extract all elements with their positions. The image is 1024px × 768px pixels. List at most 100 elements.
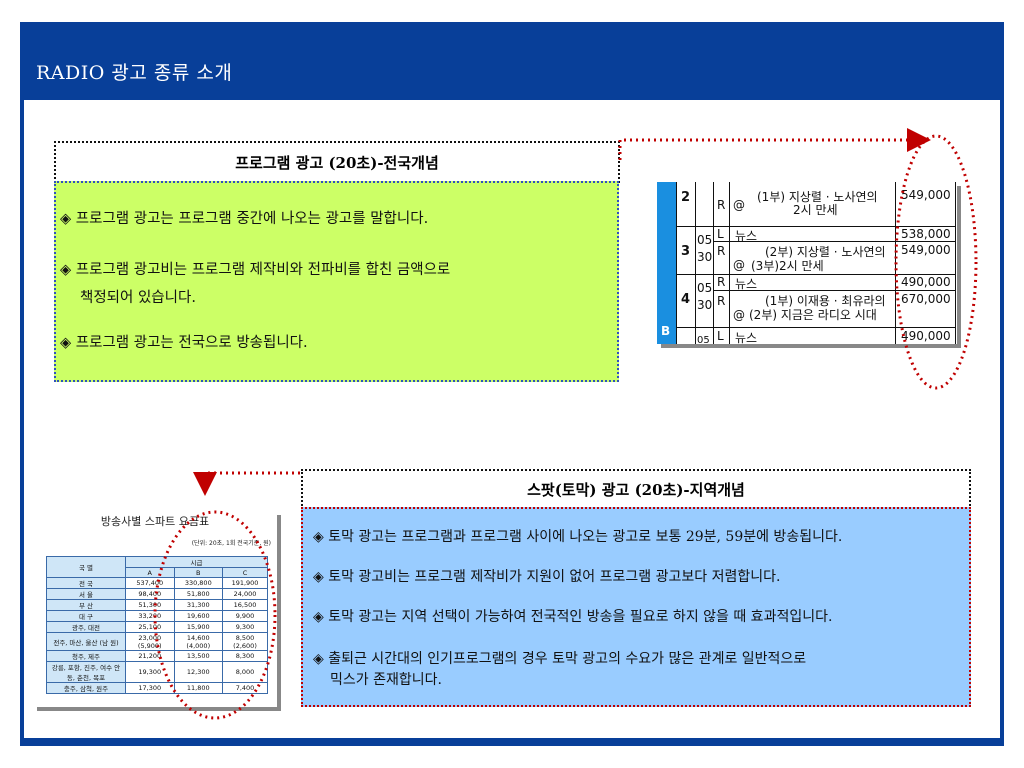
schedule-program: (1부) 지상렬 · 노사연의 — [757, 190, 878, 204]
rate-c: 8,300 — [222, 650, 268, 662]
schedule-program: (1부) 이재용 · 최유라의 — [765, 294, 886, 308]
rate-a: 21,200 — [125, 650, 175, 662]
schedule-hour: 3 — [681, 244, 691, 259]
rate-a: 537,400 — [125, 577, 175, 589]
program-bullet-2: ◈ 프로그램 광고비는 프로그램 제작비와 전파비를 합친 금액으로 — [60, 262, 451, 278]
rate-table-title: 방송사별 스파트 요금표 — [100, 515, 210, 528]
program-bullet-2-cont: 책정되어 있습니다. — [80, 290, 196, 306]
spot-bullet-1: ◈ 토막 광고는 프로그램과 프로그램 사이에 나오는 광고로 보통 29분, … — [313, 529, 843, 545]
schedule-program: 뉴스 — [735, 331, 758, 344]
schedule-program-2: (3부)2시 만세 — [751, 259, 824, 273]
schedule-program-2: 2시 만세 — [793, 203, 838, 217]
rate-a: 51,300 — [125, 599, 175, 611]
rate-a: 17,300 — [125, 682, 175, 694]
schedule-mark: @ — [733, 198, 745, 212]
spot-bullet-4: ◈ 출퇴근 시간대의 인기프로그램의 경우 토막 광고의 수요가 많은 관계로 … — [313, 651, 807, 667]
rate-grade-c: C — [222, 567, 268, 578]
rate-c: 9,900 — [222, 610, 268, 622]
program-schedule-table: B 2 R @ (1부) 지상렬 · 노사연의 2시 만세 549,000 3 … — [657, 182, 957, 344]
rate-b: 11,800 — [173, 682, 224, 694]
rate-b: 12,300 — [173, 661, 224, 683]
table-row: 전주, 마산, 울산 (남 원)23,000 (5,900)14,600 (4,… — [46, 632, 268, 651]
schedule-minute: 05 — [697, 335, 710, 344]
schedule-program: 뉴스 — [735, 229, 758, 243]
rate-region: 서 울 — [46, 588, 126, 600]
schedule-price: 670,000 — [901, 292, 951, 306]
rate-c: 24,000 — [222, 588, 268, 600]
rate-region: 강릉, 포항, 진주, 여수 안동, 춘천, 목포 — [46, 661, 126, 683]
program-bullet-1: ◈ 프로그램 광고는 프로그램 중간에 나오는 광고를 말합니다. — [60, 211, 429, 227]
rate-region: 부 산 — [46, 599, 126, 611]
schedule-type: R — [717, 244, 726, 258]
rate-region: 전주, 마산, 울산 (남 원) — [46, 632, 126, 651]
spot-ad-heading-box: 스팟(토막) 광고 (20초)-지역개념 — [301, 469, 971, 509]
schedule-minute: 05 — [697, 233, 713, 247]
rate-c: 16,500 — [222, 599, 268, 611]
schedule-price: 490,000 — [901, 275, 951, 289]
schedule-type: L — [717, 227, 724, 241]
slide-title: RADIO 광고 종류 소개 — [36, 62, 233, 84]
schedule-price: 549,000 — [901, 188, 951, 202]
rate-grade-b: B — [173, 567, 224, 578]
rate-a: 25,100 — [125, 621, 175, 633]
schedule-side-bar — [657, 182, 676, 344]
schedule-price: 549,000 — [901, 243, 951, 257]
rate-header-time: 시급 — [125, 556, 268, 568]
rate-table-note: (단위: 20초, 1회 전국기준, 원) — [191, 540, 271, 547]
rate-b: 51,800 — [173, 588, 224, 600]
spot-rate-table: 방송사별 스파트 요금표 (단위: 20초, 1회 전국기준, 원) 국 별 시… — [33, 511, 277, 707]
program-ad-box — [54, 181, 619, 382]
spot-bullet-2: ◈ 토막 광고비는 프로그램 제작비가 지원이 없어 프로그램 광고보다 저렴합… — [313, 569, 781, 585]
rate-c: 8,000 — [222, 661, 268, 683]
schedule-mark: @ — [733, 308, 745, 322]
program-bullet-3: ◈ 프로그램 광고는 전국으로 방송됩니다. — [60, 335, 308, 351]
title-bar — [20, 22, 1004, 100]
rate-region: 충주, 삼척, 원주 — [46, 682, 126, 694]
rate-c: 7,400 — [222, 682, 268, 694]
spot-bullet-3: ◈ 토막 광고는 지역 선택이 가능하여 전국적인 방송을 필요로 하지 않을 … — [313, 609, 833, 625]
schedule-hour: 2 — [681, 190, 691, 205]
rate-region: 청주, 제주 — [46, 650, 126, 662]
rate-a: 33,200 — [125, 610, 175, 622]
rate-b: 15,900 — [173, 621, 224, 633]
rate-b: 330,800 — [173, 577, 224, 589]
schedule-minute: 30 — [697, 250, 713, 264]
rate-region: 대 구 — [46, 610, 126, 622]
spot-ad-box — [301, 507, 971, 707]
rate-b: 14,600 (4,000) — [173, 632, 224, 651]
rate-b: 31,300 — [173, 599, 224, 611]
schedule-program-2: (2부) 지금은 라디오 시대 — [749, 308, 877, 322]
rate-c: 9,300 — [222, 621, 268, 633]
schedule-type: L — [717, 329, 724, 343]
rate-a: 98,400 — [125, 588, 175, 600]
schedule-side-label: B — [661, 324, 671, 338]
rate-b: 13,500 — [173, 650, 224, 662]
rate-region: 전 국 — [46, 577, 126, 589]
program-ad-heading-box: 프로그램 광고 (20초)-전국개념 — [54, 141, 620, 183]
schedule-type: R — [717, 198, 726, 212]
rate-c: 8,500 (2,600) — [222, 632, 268, 651]
schedule-program: (2부) 지상렬 · 노사연의 — [765, 245, 886, 259]
rate-grade-a: A — [125, 567, 175, 578]
rate-header-region: 국 별 — [46, 556, 126, 578]
rate-a: 23,000 (5,900) — [125, 632, 175, 651]
program-ad-heading: 프로그램 광고 (20초)-전국개념 — [235, 154, 439, 172]
schedule-minute: 05 — [697, 281, 713, 295]
schedule-type: R — [717, 275, 726, 289]
rate-region: 광주, 대전 — [46, 621, 126, 633]
schedule-price: 538,000 — [901, 227, 951, 241]
schedule-minute: 30 — [697, 298, 713, 312]
spot-bullet-4-cont: 믹스가 존재합니다. — [330, 672, 442, 688]
spot-ad-heading: 스팟(토막) 광고 (20초)-지역개념 — [527, 481, 745, 499]
schedule-mark: @ — [733, 258, 745, 272]
schedule-type: R — [717, 294, 726, 308]
